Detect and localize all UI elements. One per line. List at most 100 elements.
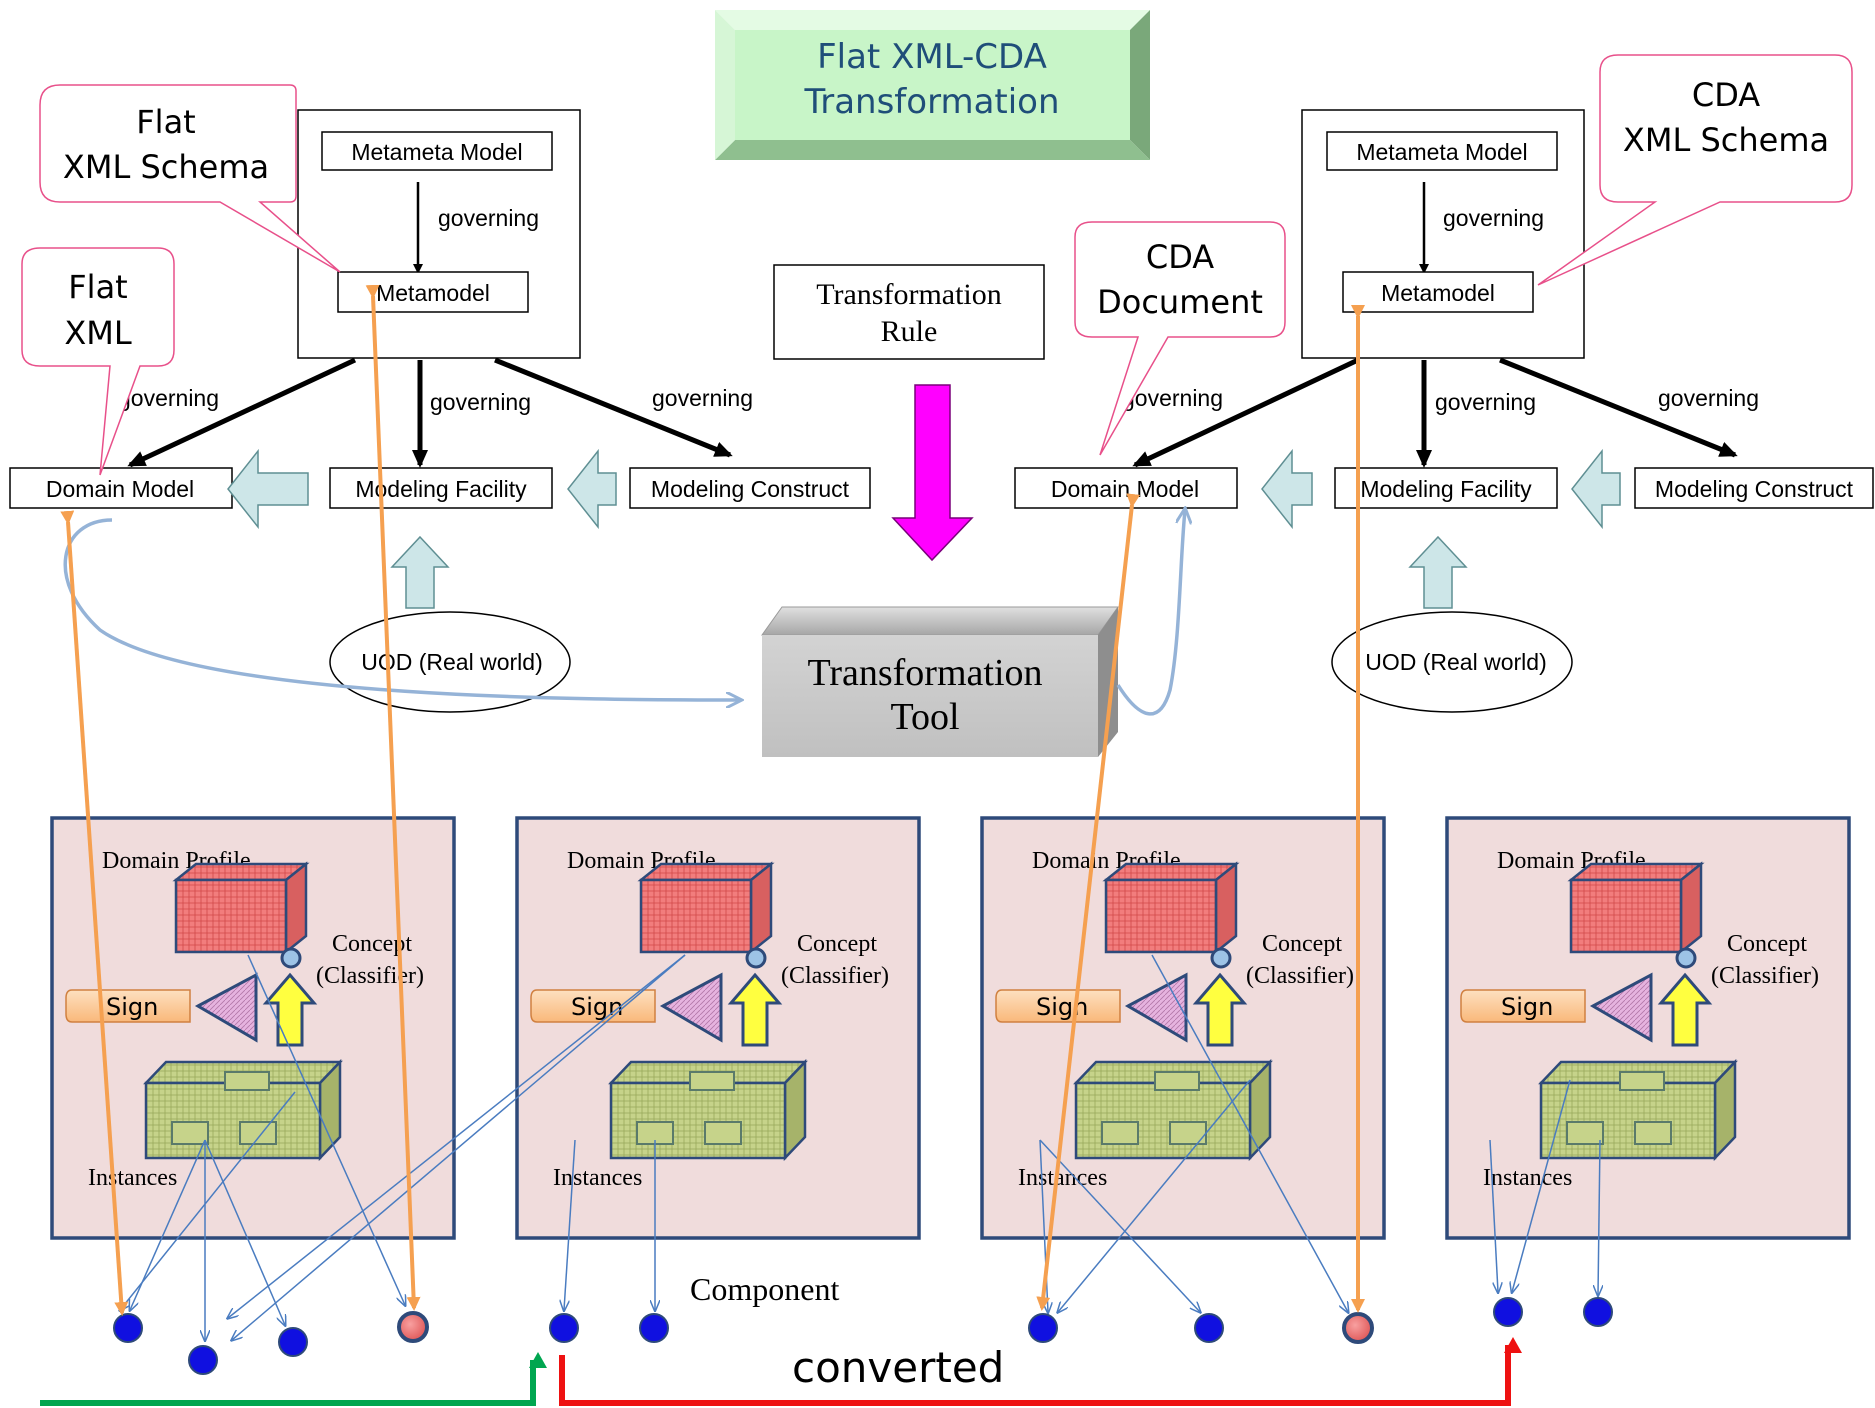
left-instance-callout-line-1: Flat	[68, 268, 127, 306]
component-node	[278, 1327, 308, 1357]
curve-arrow-to-domain	[1116, 510, 1185, 716]
right-governing-label-3: governing	[1658, 385, 1759, 411]
instances-block	[609, 1081, 787, 1160]
left-metameta-label: Metameta Model	[351, 139, 522, 165]
right-metamodel-box	[1342, 271, 1534, 313]
component-node	[113, 1313, 143, 1343]
instance-cube	[171, 1121, 209, 1145]
left-instance-callout-line-2: XML	[64, 314, 132, 352]
left-domain-model-label: Domain Model	[46, 476, 194, 502]
instance-cube	[1154, 1071, 1200, 1091]
instance-cube	[689, 1071, 735, 1091]
concept-box-top	[1102, 862, 1240, 882]
left-governing-arrow-domain	[127, 357, 357, 468]
right-block-arrow-2	[1571, 448, 1621, 530]
right-block-arrow-up	[1408, 535, 1468, 609]
instance-cube	[1101, 1121, 1139, 1145]
right-schema-callout-line-1: CDA	[1692, 76, 1760, 114]
left-domain-model-box	[9, 467, 233, 509]
left-schema-callout-line-2: XML Schema	[63, 148, 269, 186]
concept-box-side	[1214, 861, 1238, 955]
orange-link-right-domain	[1036, 493, 1141, 1311]
yellow-up-arrow-icon	[727, 972, 783, 1047]
instance-cube	[1566, 1121, 1604, 1145]
left-modeling-construct-box	[629, 467, 871, 509]
right-block-arrow-1	[1261, 448, 1313, 530]
left-block-arrow-1	[227, 448, 309, 530]
concept-box	[1104, 878, 1218, 954]
component-node-mapped	[1342, 1312, 1374, 1344]
triangle-icon	[1589, 972, 1653, 1043]
left-modeling-construct-label: Modeling Construct	[651, 476, 850, 502]
transformation-rule-line-2: Rule	[881, 315, 938, 348]
sign-label: Sign	[571, 993, 623, 1021]
right-governing-arrow-domain	[1132, 357, 1360, 468]
right-instance-callout-line-1: CDA	[1146, 238, 1214, 276]
concept-box	[639, 878, 753, 954]
right-metamodel-label: Metamodel	[1381, 280, 1495, 306]
component-link	[204, 1139, 285, 1325]
concept-node-icon	[280, 947, 302, 969]
right-modeling-construct-box	[1634, 467, 1874, 509]
transformation-tool-block: Transformation Tool	[761, 606, 1119, 757]
right-governing-label-1: governing	[1122, 385, 1223, 411]
instance-cube	[224, 1071, 270, 1091]
sign-label: Sign	[106, 993, 158, 1021]
yellow-up-arrow-icon	[1657, 972, 1713, 1047]
classifier-label: (Classifier)	[316, 963, 424, 989]
component-link	[228, 954, 686, 1318]
instances-block	[1074, 1081, 1252, 1160]
component-link	[120, 1091, 296, 1310]
component-link	[232, 954, 686, 1340]
concept-box	[174, 878, 288, 954]
right-uod-ellipse	[1331, 611, 1573, 713]
sign-label: Sign	[1501, 993, 1553, 1021]
concept-box	[1569, 878, 1683, 954]
sign-scroll-icon	[1460, 989, 1586, 1023]
concept-box-top	[1567, 862, 1705, 882]
transformation-tool-line-1: Transformation	[807, 652, 1042, 694]
instance-cube	[239, 1121, 277, 1145]
transformation-rule-box	[773, 264, 1045, 360]
component-node	[549, 1313, 579, 1343]
left-schema-callout-line-1: Flat	[136, 103, 195, 141]
right-modeling-facility-box	[1334, 467, 1558, 509]
domain-profile-panel-4: Domain ProfileConcept(Classifier)SignIns…	[1445, 816, 1851, 1240]
component-node-mapped	[397, 1311, 429, 1343]
title-line-1: Flat XML-CDA	[817, 37, 1047, 77]
right-modeling-construct-label: Modeling Construct	[1655, 476, 1854, 502]
left-metamodel-label: Metamodel	[376, 280, 490, 306]
left-governing-label-1: governing	[118, 385, 219, 411]
component-link	[1151, 954, 1348, 1312]
right-governing-label-inner: governing	[1443, 205, 1544, 231]
concept-label: Concept	[797, 931, 877, 957]
concept-node-icon	[1210, 947, 1232, 969]
component-node	[188, 1345, 218, 1375]
concept-box-side	[284, 861, 308, 955]
red-converted-arrow	[559, 1337, 1522, 1406]
left-governing-label-2: governing	[430, 389, 531, 415]
domain-profile-panel-2: Domain ProfileConcept(Classifier)SignIns…	[515, 816, 921, 1240]
transformation-tool-line-2: Tool	[890, 696, 959, 738]
instances-label: Instances	[1483, 1165, 1572, 1191]
left-block-arrow-2	[567, 448, 617, 530]
sign-label: Sign	[1036, 993, 1088, 1021]
left-block-arrow-up	[390, 535, 450, 609]
component-node	[1493, 1297, 1523, 1327]
right-modeling-facility-label: Modeling Facility	[1360, 476, 1532, 502]
concept-box-side	[749, 861, 773, 955]
left-governing-label-3: governing	[652, 385, 753, 411]
classifier-label: (Classifier)	[781, 963, 889, 989]
left-schema-callout	[39, 84, 341, 273]
classifier-label: (Classifier)	[1711, 963, 1819, 989]
converted-label: converted	[792, 1343, 1004, 1392]
instance-cube	[704, 1121, 742, 1145]
title-bevel-box: Flat XML-CDA Transformation	[715, 10, 1150, 160]
orange-link-left-metamodel	[365, 284, 421, 1311]
instance-cube	[1634, 1121, 1672, 1145]
sign-scroll-icon	[530, 989, 656, 1023]
transformation-down-arrow	[891, 384, 974, 562]
component-node	[639, 1313, 669, 1343]
component-link	[1489, 1139, 1498, 1292]
right-metameta-box	[1326, 131, 1558, 171]
